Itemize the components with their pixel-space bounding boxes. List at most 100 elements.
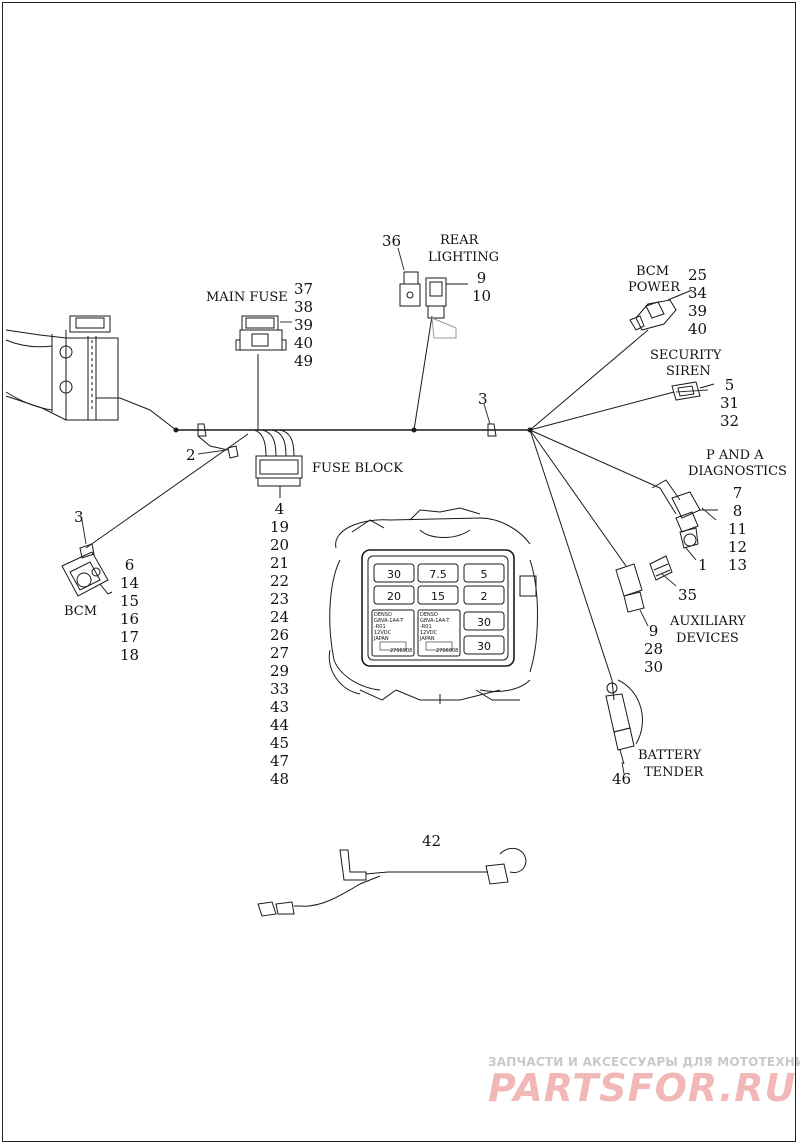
bcm-power-connector: [629, 289, 693, 331]
auxiliary-label-2: DEVICES: [676, 631, 739, 646]
callout-4: 4: [274, 500, 285, 518]
fuse-value: 15: [431, 590, 445, 603]
callout-16: 16: [120, 610, 140, 628]
callout-11: 11: [728, 520, 748, 538]
callout-14: 14: [120, 574, 140, 592]
callout-5: 5: [724, 376, 735, 394]
callout-17: 17: [120, 628, 140, 646]
callout-9b: 9: [648, 622, 659, 640]
relay-1-line: G8VA-1A4-T: [374, 618, 404, 624]
fuse-block-label: FUSE BLOCK: [312, 461, 404, 476]
rear-lighting-label-2: LIGHTING: [428, 250, 500, 265]
fuse-value: 30: [477, 616, 491, 629]
callout-49: 49: [294, 352, 314, 370]
relay-1-code: 2706908: [390, 648, 413, 654]
callout-27: 27: [270, 644, 290, 662]
callout-9: 9: [476, 269, 487, 287]
callout-7: 7: [732, 484, 743, 502]
callout-38: 38: [294, 298, 314, 316]
callout-48: 48: [270, 770, 290, 788]
callout-31: 31: [720, 394, 740, 412]
watermark-logo: PARTSFOR.RU: [488, 1066, 797, 1110]
security-siren-label-2: SIREN: [666, 364, 711, 379]
relay-2-line: -R01: [420, 624, 432, 630]
callout-34: 34: [688, 284, 708, 302]
relay-2-text: DENSO G8VA-1A4-T -R01 12VDC JAPAN: [420, 612, 460, 642]
relay-1-line: JAPAN: [374, 636, 389, 642]
callout-35: 35: [678, 586, 698, 604]
extension-harness: [257, 847, 527, 917]
relay-1-line: DENSO: [374, 612, 392, 618]
callout-26: 26: [270, 626, 290, 644]
callout-3-left: 3: [74, 508, 84, 526]
callout-2: 2: [186, 446, 196, 464]
relay-1-line: -R01: [374, 624, 386, 630]
callout-25: 25: [688, 266, 708, 284]
callout-47: 47: [270, 752, 290, 770]
relay-2-line: JAPAN: [420, 636, 435, 642]
callout-1: 1: [698, 556, 708, 574]
p-and-a-label-2: DIAGNOSTICS: [688, 464, 787, 479]
callout-6: 6: [124, 556, 135, 574]
callout-13: 13: [728, 556, 748, 574]
relay-2-line: G8VA-1A4-T: [420, 618, 450, 624]
fuse-value: 20: [387, 590, 401, 603]
fuse-box-illustration: [328, 507, 538, 704]
callout-3-top: 3: [478, 390, 488, 408]
main-fuse-label: MAIN FUSE: [206, 290, 288, 305]
callout-37: 37: [294, 280, 314, 298]
callout-19: 19: [270, 518, 290, 536]
fuse-value: 2: [480, 590, 488, 603]
callout-15: 15: [120, 592, 140, 610]
battery-tender-label-2: TENDER: [644, 765, 704, 780]
callout-10: 10: [472, 287, 492, 305]
security-siren-connector: [671, 381, 715, 401]
callout-29: 29: [270, 662, 290, 680]
callout-8: 8: [732, 502, 743, 520]
callout-23: 23: [270, 590, 290, 608]
bcm-label: BCM: [64, 604, 98, 619]
fuse-block-connector: [255, 455, 303, 498]
leader-lines: [81, 247, 717, 775]
callout-28: 28: [644, 640, 664, 658]
fuse-value: 30: [477, 640, 491, 653]
fuse-value: 7.5: [429, 568, 447, 581]
main-fuse-connector: [235, 315, 287, 351]
relay-2-code: 2706908: [436, 648, 459, 654]
callout-45: 45: [270, 734, 290, 752]
fuse-value: 5: [480, 568, 488, 581]
bcm-power-label-1: BCM: [636, 264, 670, 279]
fuse-value: 30: [387, 568, 401, 581]
p-and-a-callouts: 7 8 11 12 13: [728, 484, 747, 574]
relay-1-line: 12VDC: [374, 630, 392, 636]
rear-lighting-connector: [399, 271, 468, 339]
callout-33: 33: [270, 680, 290, 698]
callout-22: 22: [270, 572, 290, 590]
rear-lighting-label-1: REAR: [440, 233, 479, 248]
relay-2-line: DENSO: [420, 612, 438, 618]
auxiliary-callouts: 9 28 30: [644, 622, 663, 676]
p-and-a-label-1: P AND A: [706, 448, 764, 463]
callout-24: 24: [270, 608, 290, 626]
battery-tender-label-1: BATTERY: [638, 748, 702, 763]
battery-tender-connector: [605, 679, 643, 765]
callout-46: 46: [612, 770, 632, 788]
auxiliary-label-1: AUXILIARY: [670, 614, 746, 629]
callout-40b: 40: [688, 320, 708, 338]
callout-43: 43: [270, 698, 290, 716]
callout-42: 42: [422, 832, 442, 850]
watermark-tagline: ЗАПЧАСТИ И АКСЕССУАРЫ ДЛЯ МОТОТЕХНИКИ: [488, 1055, 800, 1069]
bcm-power-label-2: POWER: [628, 280, 681, 295]
main-harness: [85, 315, 675, 681]
rear-lighting-callouts: 9 10: [472, 269, 491, 305]
callout-40: 40: [294, 334, 314, 352]
relay-1-text: DENSO G8VA-1A4-T -R01 12VDC JAPAN: [374, 612, 414, 642]
callout-44: 44: [270, 716, 290, 734]
fuse-block-callouts: 4 19 20 21 22 23 24 26 27 29 33 43 44 45…: [270, 500, 289, 788]
callout-21: 21: [270, 554, 290, 572]
security-siren-callouts: 5 31 32: [720, 376, 739, 430]
frame-bracket: [5, 315, 177, 431]
auxiliary-connector: [615, 555, 673, 613]
